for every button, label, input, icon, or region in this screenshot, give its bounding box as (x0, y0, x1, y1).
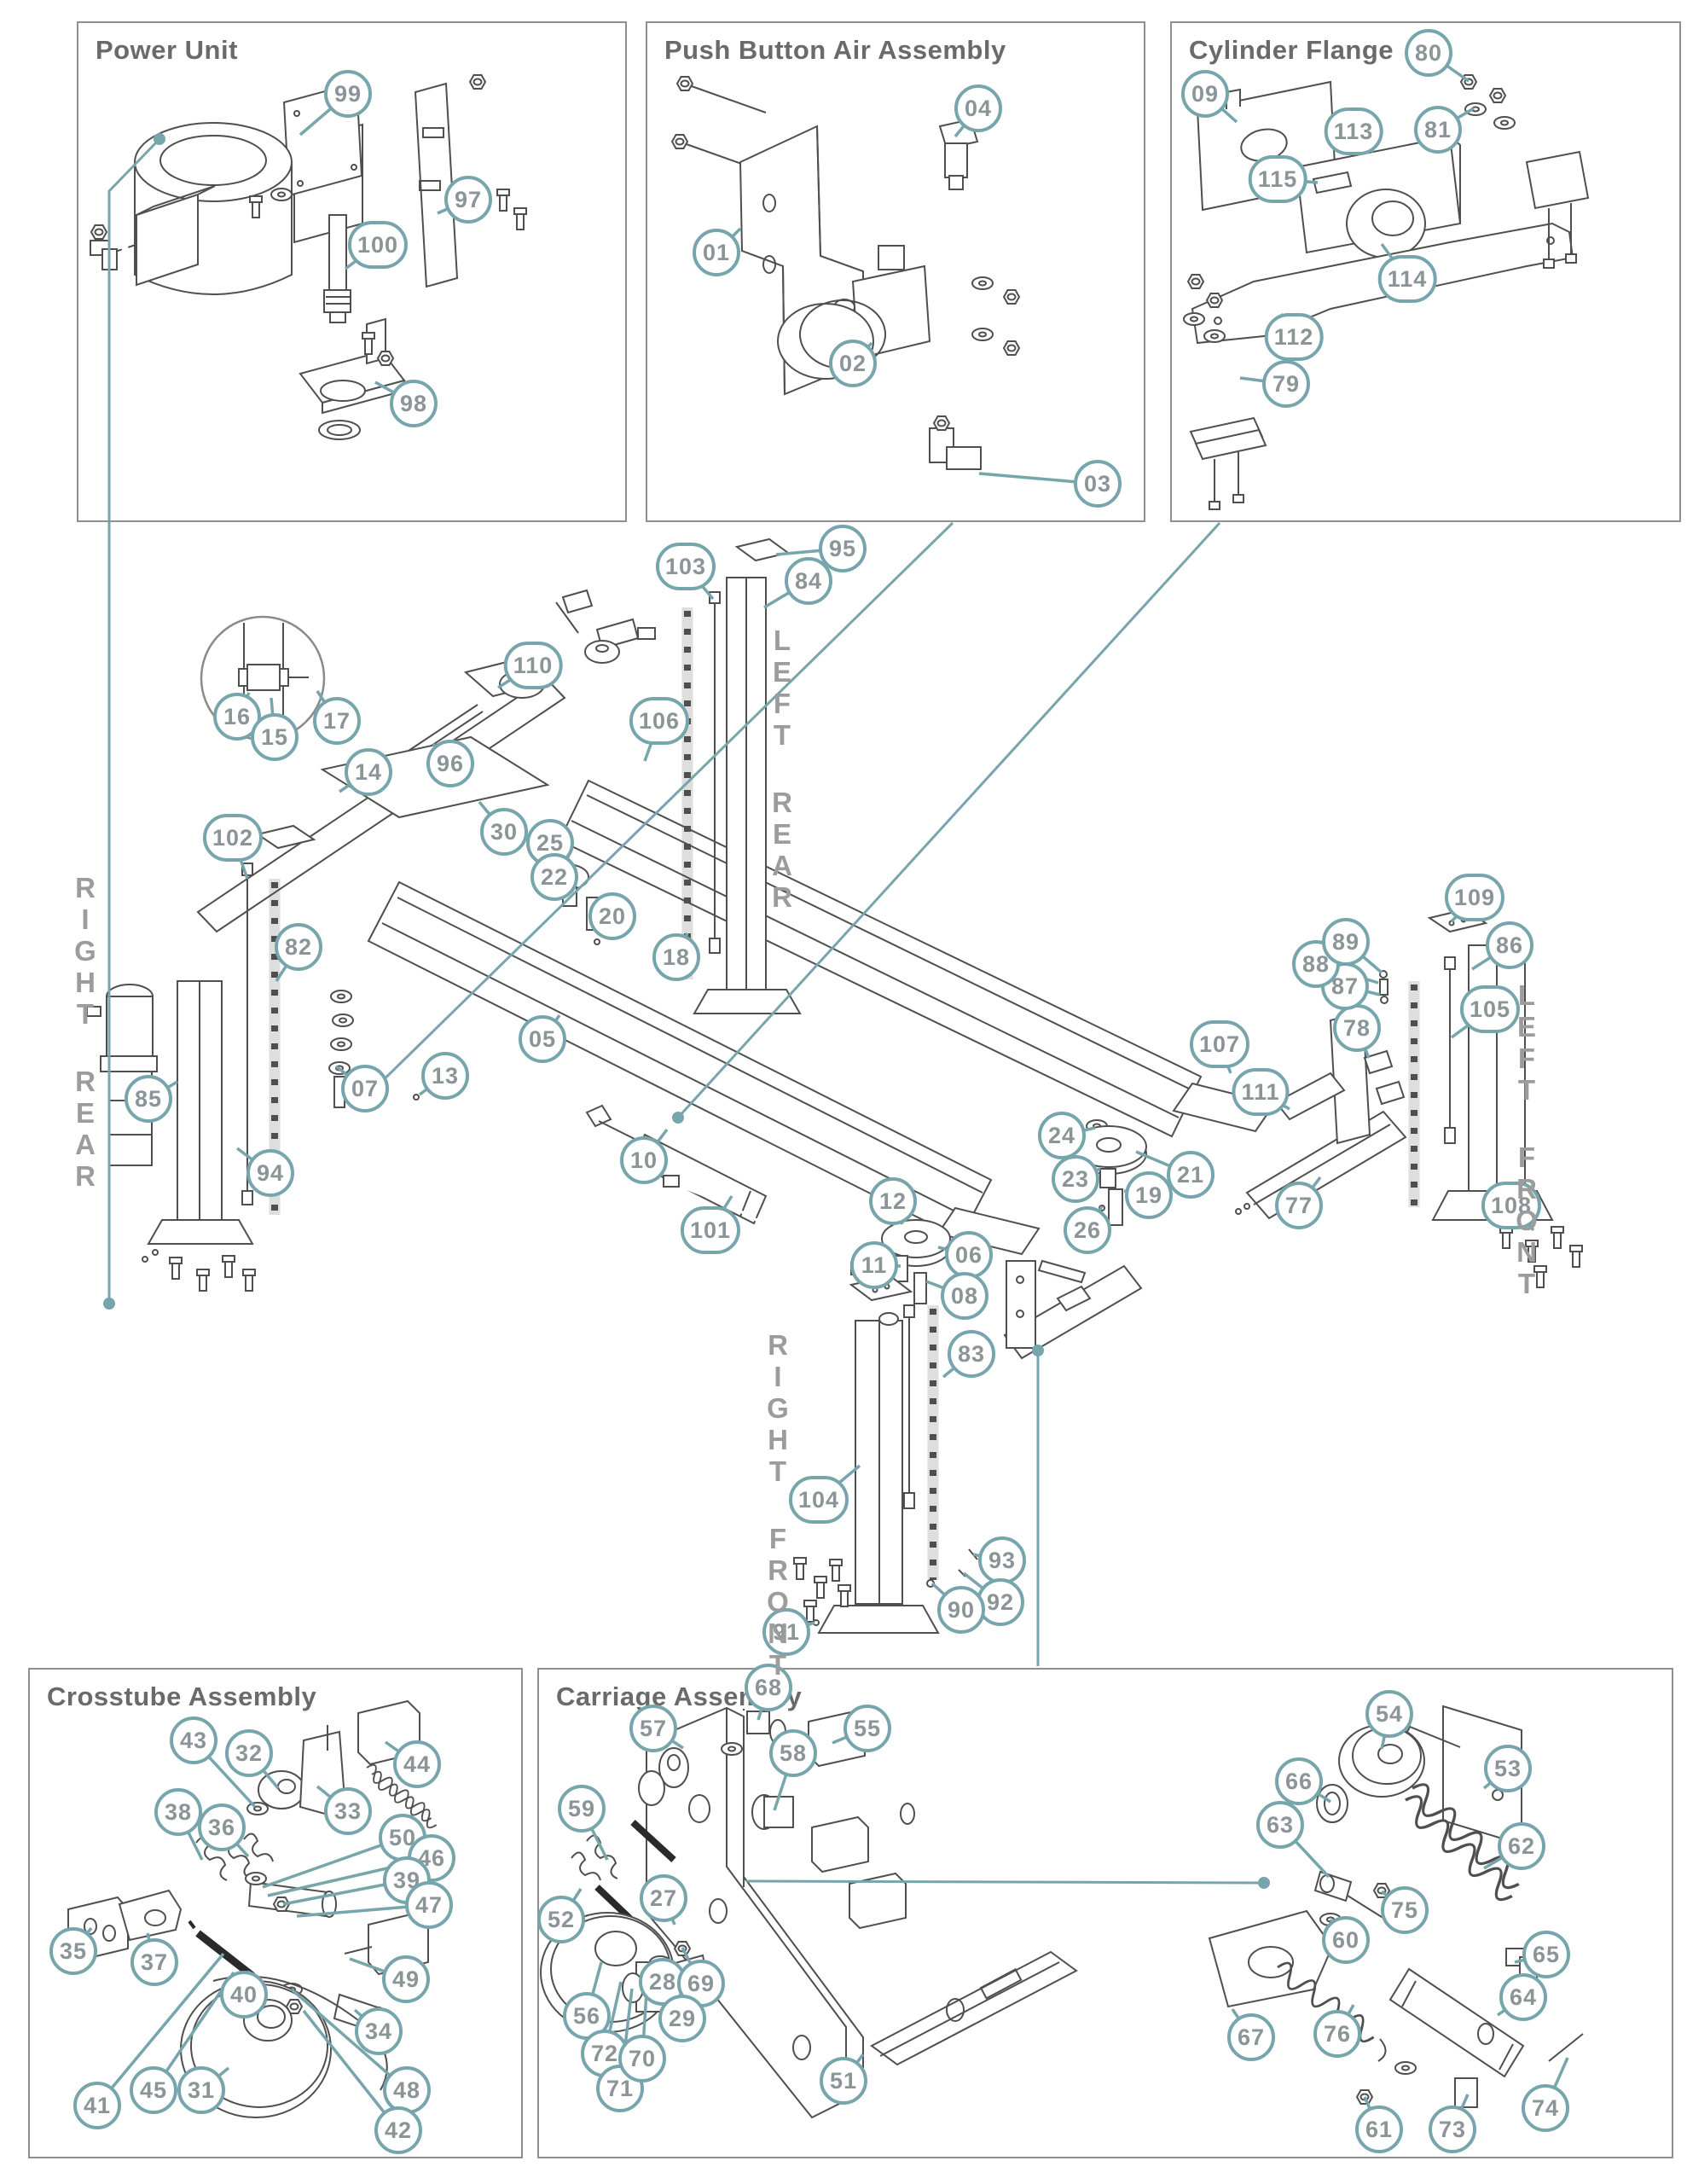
leader-line-90 (930, 1582, 963, 1612)
leader-line-08 (925, 1280, 965, 1298)
leader-line-06 (937, 1246, 970, 1257)
leader-line-05 (541, 1014, 561, 1041)
leader-line-96 (432, 742, 452, 765)
leader-line-22 (553, 875, 571, 891)
connector-dot (154, 133, 165, 145)
connector-dot (672, 1112, 684, 1124)
leader-line-20 (591, 911, 613, 918)
leader-line-24 (1061, 1126, 1096, 1137)
leader-line-11 (873, 1263, 901, 1268)
leader-line-17 (316, 690, 339, 722)
leader-line-106 (643, 720, 661, 762)
leader-line-101 (709, 1195, 733, 1231)
push-button-panel: Push Button Air Assembly (646, 21, 1145, 522)
leader-line-82 (275, 946, 300, 982)
leader-line-108 (1510, 1204, 1535, 1232)
leader-line-102 (231, 837, 249, 880)
leader-line-78 (1355, 1027, 1371, 1059)
leader-line-89 (1344, 940, 1383, 974)
leader-line-109 (1450, 896, 1476, 923)
leader-line-23 (1075, 1167, 1101, 1181)
connector-dot (1258, 1877, 1270, 1889)
leader-line-30 (478, 800, 506, 834)
leader-line-25 (548, 841, 562, 858)
leader-line-105 (1450, 1008, 1492, 1039)
connector-dot (361, 1090, 373, 1102)
leader-line-16 (235, 692, 251, 717)
leader-line-93 (972, 1553, 1003, 1562)
leader-line-18 (675, 932, 689, 958)
cylinder-flange-title: Cylinder Flange (1189, 35, 1394, 65)
carriage-title: Carriage Assembly (556, 1682, 803, 1711)
leader-line-15 (270, 697, 276, 738)
leader-line-19 (1123, 1189, 1150, 1197)
connector-line-2 (676, 521, 1221, 1119)
leader-line-12 (891, 1200, 904, 1225)
connector-line-4 (745, 1879, 1265, 1885)
cylinder-flange-art (1183, 74, 1590, 510)
leader-line-41 (96, 1952, 225, 2107)
crosstube-panel: Crosstube Assembly (28, 1668, 523, 2158)
connector-line-1 (365, 521, 954, 1098)
leader-line-21 (1135, 1150, 1191, 1176)
carriage-art (540, 1705, 1584, 2119)
leader-line-86 (1471, 944, 1510, 971)
leader-line-91 (786, 1621, 815, 1634)
cylinder-flange-panel: Cylinder Flange (1170, 21, 1681, 522)
leader-line-13 (418, 1074, 447, 1096)
power-unit-art (90, 74, 527, 440)
leader-line-07 (334, 1065, 367, 1090)
leader-line-110 (497, 664, 534, 689)
power-unit-panel: Power Unit (77, 21, 627, 522)
leader-line-94 (235, 1147, 272, 1175)
leader-line-88 (1315, 962, 1379, 985)
leader-line-10 (642, 1128, 669, 1162)
leader-line-103 (684, 565, 715, 601)
connector-dot (103, 1298, 115, 1310)
leader-line-111 (1260, 1090, 1290, 1111)
leader-line-95 (775, 547, 844, 556)
leader-line-107 (1218, 1043, 1232, 1074)
power-unit-title: Power Unit (96, 35, 238, 65)
leader-line-26 (1086, 1205, 1104, 1231)
push-button-title: Push Button Air Assembly (664, 35, 1006, 65)
leader-line-104 (817, 1464, 861, 1502)
leader-line-83 (942, 1352, 973, 1379)
leader-line-14 (339, 770, 369, 793)
leader-line-84 (763, 579, 809, 609)
connector-dot (1032, 1345, 1044, 1356)
leader-line-85 (148, 1080, 178, 1101)
leader-line-77 (1297, 1176, 1322, 1207)
leader-line-92 (962, 1571, 1002, 1604)
crosstube-title: Crosstube Assembly (47, 1682, 317, 1711)
carriage-panel: Carriage Assembly (537, 1668, 1673, 2158)
leader-line-87 (1344, 985, 1381, 996)
connector-line-0 (107, 137, 161, 1304)
